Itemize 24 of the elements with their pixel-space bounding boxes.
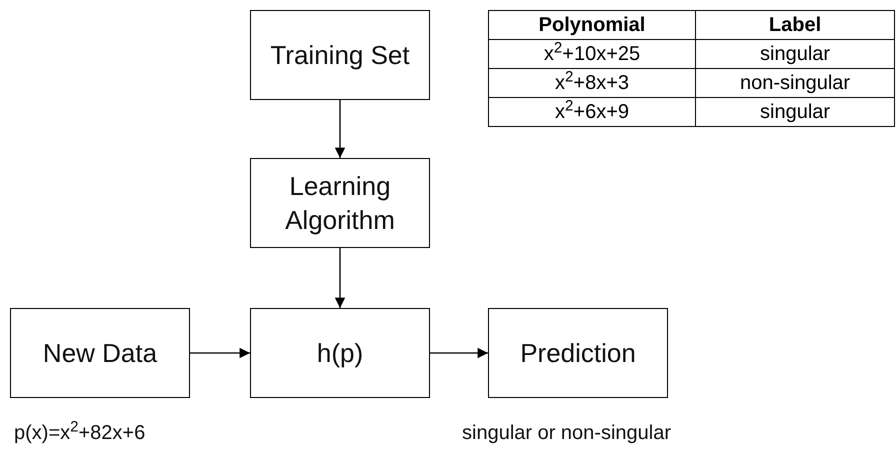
annotation-text: p(x)=x$^{2}$+82x+6 [14,422,146,445]
box-label: New Data [42,337,158,370]
box-label: Training Set [270,39,410,72]
process-box [250,308,430,398]
box-label: Learning Algorithm [284,170,396,237]
process-box [250,158,430,248]
process-box [10,308,190,398]
process-box [488,308,668,398]
annotation-text: singular or non-singular [462,422,672,445]
box-label: h(p) [316,337,364,370]
table-cell: singular [696,98,894,126]
table-header-cell: Polynomial [488,10,696,40]
arrow [334,100,346,158]
arrow [334,248,346,308]
process-box [250,10,430,100]
arrow [430,348,488,358]
arrow [190,348,250,358]
table-header-cell: Label [696,10,894,40]
table-cell: singular [696,40,894,68]
table-cell: x$^{2}$+10x+25 [488,40,696,68]
table-cell: x$^{2}$+8x+3 [488,68,696,98]
table-cell: non-singular [696,68,894,98]
table-cell: x$^{2}$+6x+9 [488,98,696,126]
box-label: Prediction [520,337,636,370]
